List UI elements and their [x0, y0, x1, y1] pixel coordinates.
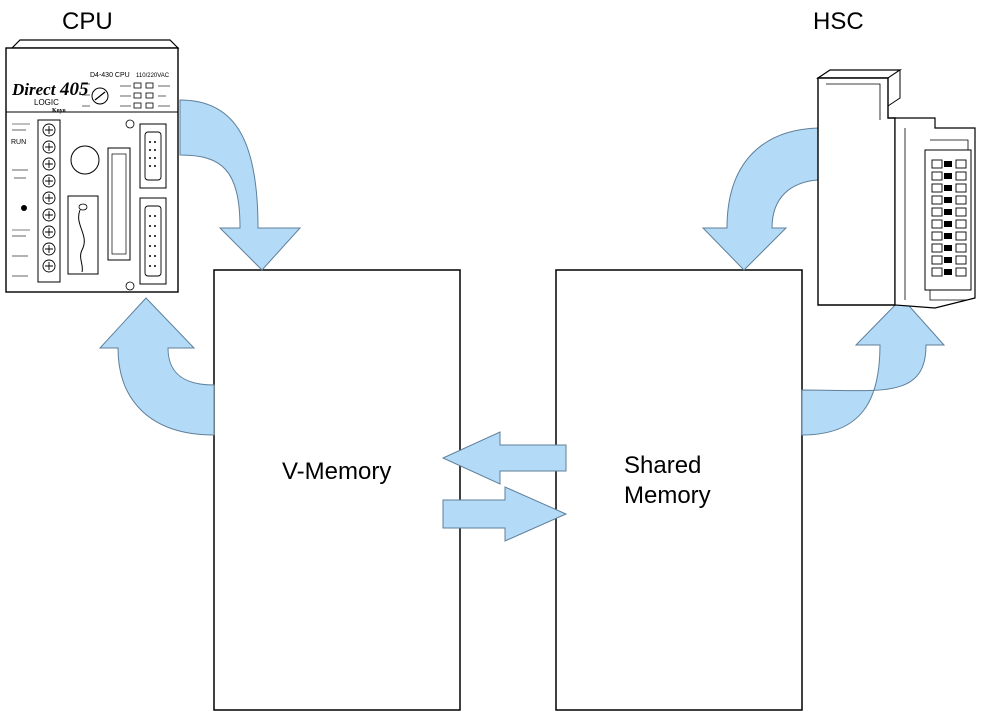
cpu-logo-direct: Direct: [11, 80, 57, 99]
hsc-to-shared-arrow: [701, 127, 819, 271]
vmemory-to-shared-arrow: [442, 486, 568, 542]
cpu-to-vmemory-arrow: [179, 99, 302, 271]
cpu-logo-logic: LOGIC: [34, 98, 59, 107]
cpu-run-label: RUN: [11, 139, 26, 146]
cpu-device-illustration: Direct 405 LOGIC Koyo D4-430 CPU 110/220…: [5, 39, 180, 293]
vmemory-to-cpu-arrow: [98, 297, 215, 436]
shared-memory-label-line1: Shared: [624, 452, 702, 479]
hsc-title: HSC: [813, 8, 864, 35]
cpu-model: D4-430 CPU: [90, 72, 130, 79]
hsc-module-illustration: [816, 69, 976, 309]
shared-to-vmemory-arrow: [441, 431, 567, 485]
v-memory-block: [213, 269, 461, 711]
shared-to-hsc-arrow: [801, 297, 946, 436]
shared-memory-label-line2: Memory: [624, 482, 711, 509]
cpu-power: 110/220VAC: [136, 73, 170, 79]
cpu-logo-number: 405: [59, 79, 89, 100]
v-memory-label: V-Memory: [282, 458, 392, 485]
cpu-title: CPU: [62, 8, 113, 35]
shared-memory-block: [555, 269, 803, 711]
cpu-brand: Koyo: [52, 108, 66, 114]
